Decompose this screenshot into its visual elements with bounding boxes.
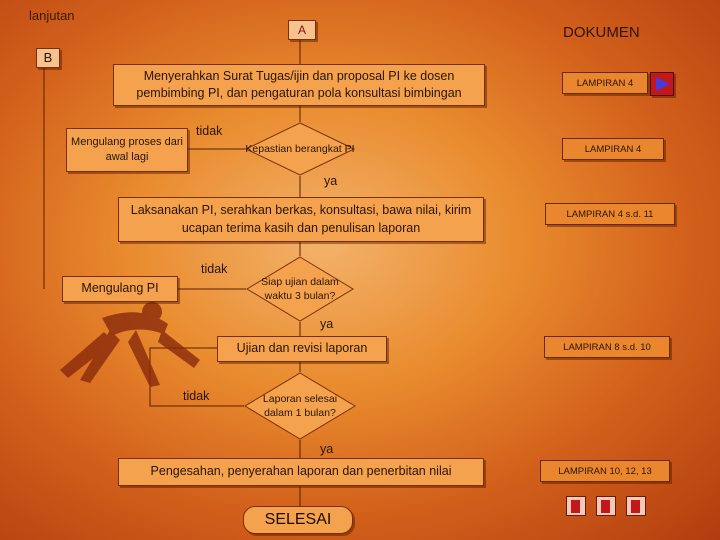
lampiran-button[interactable]: LAMPIRAN 10, 12, 13 <box>540 460 670 482</box>
lampiran-button[interactable]: LAMPIRAN 4 <box>562 138 664 160</box>
decision-diamond <box>245 122 355 176</box>
lampiran-button[interactable]: LAMPIRAN 4 <box>562 72 648 94</box>
play-icon-button[interactable] <box>650 72 674 96</box>
label-tidak: tidak <box>183 389 210 403</box>
connector-a: A <box>288 20 316 40</box>
connector-b: B <box>36 48 60 68</box>
decision-siap-ujian: Siap ujian dalam waktu 3 bulan? <box>261 275 339 302</box>
lanjutan-label: lanjutan <box>29 8 75 23</box>
decision-laporan-selesai: Laporan selesai dalam 1 bulan? <box>262 392 338 419</box>
decision-diamond <box>246 256 354 322</box>
nav-button-icon[interactable] <box>566 496 586 516</box>
step-serah-surat: Menyerahkan Surat Tugas/ijin dan proposa… <box>113 64 485 106</box>
nav-button-icon[interactable] <box>626 496 646 516</box>
nav-button-icon[interactable] <box>596 496 616 516</box>
step-ulang-pi: Mengulang PI <box>62 276 178 302</box>
label-ya: ya <box>320 442 334 456</box>
label-ya: ya <box>320 317 334 331</box>
lampiran-button[interactable]: LAMPIRAN 4 s.d. 11 <box>545 203 675 225</box>
decision-diamond <box>244 372 356 440</box>
end-terminal: SELESAI <box>243 506 353 534</box>
sprinter-figure <box>60 302 200 387</box>
step-pengesahan: Pengesahan, penyerahan laporan dan pener… <box>118 458 484 486</box>
label-tidak: tidak <box>201 262 228 276</box>
decision-berangkat: Kepastian berangkat PI <box>245 142 355 155</box>
label-tidak: tidak <box>196 124 223 138</box>
label-ya: ya <box>324 174 338 188</box>
play-icon <box>656 77 670 91</box>
dokumen-header: DOKUMEN <box>563 24 640 41</box>
step-laksanakan-pi: Laksanakan PI, serahkan berkas, konsulta… <box>118 197 484 242</box>
step-ulang-proses: Mengulang proses dari awal lagi <box>66 128 188 172</box>
step-ujian-revisi: Ujian dan revisi laporan <box>217 336 387 362</box>
lampiran-button[interactable]: LAMPIRAN 8 s.d. 10 <box>544 336 670 358</box>
